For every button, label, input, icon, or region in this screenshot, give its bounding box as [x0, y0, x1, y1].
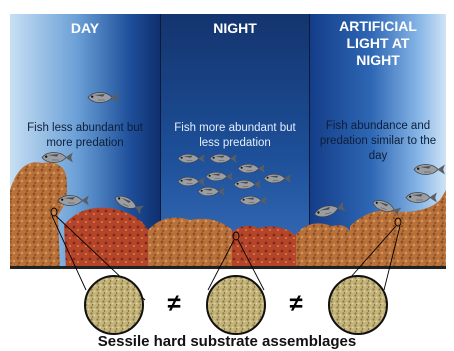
not-equal-symbol: ≠ — [286, 290, 306, 318]
substrate-circle-icon — [85, 276, 387, 334]
not-equal-symbol: ≠ — [164, 290, 184, 318]
day-panel: DAY Fish less abundant but more predatio… — [10, 14, 160, 269]
caption: Sessile hard substrate assemblages — [0, 333, 454, 350]
alan-title: ARTIFICIAL LIGHT AT NIGHT — [310, 18, 446, 69]
day-title: DAY — [10, 20, 160, 37]
day-text: Fish less abundant but more predation — [14, 121, 156, 151]
alan-panel: ARTIFICIAL LIGHT AT NIGHT Fish abundance… — [310, 14, 446, 269]
night-panel: NIGHT Fish more abundant but less predat… — [160, 14, 310, 269]
night-text: Fish more abundant but less predation — [165, 121, 305, 151]
night-title: NIGHT — [161, 20, 309, 37]
alan-text: Fish abundance and predation similar to … — [314, 119, 442, 164]
